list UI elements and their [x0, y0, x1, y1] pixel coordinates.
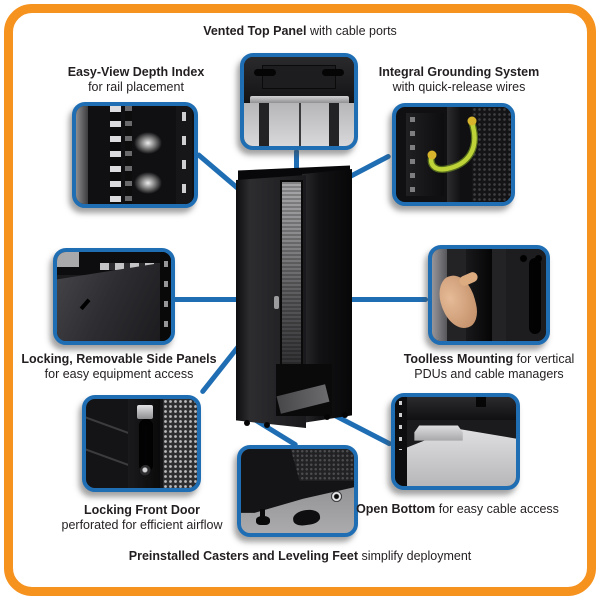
- side-panel-photo: [53, 248, 175, 345]
- depth-marker: [134, 172, 162, 194]
- orange-border-frame: [4, 4, 596, 596]
- perforated-panel: [471, 107, 511, 202]
- background-corner: [57, 252, 79, 267]
- key-lock: [140, 465, 152, 477]
- rack-foot: [342, 412, 348, 418]
- leveling-foot: [255, 516, 270, 526]
- frame-post: [475, 397, 486, 407]
- toolless-mounting-photo: [428, 245, 550, 345]
- vented-top-label-bold: Vented Top Panel: [203, 24, 307, 38]
- grounding-system-photo: [392, 103, 515, 206]
- handle-recess: [138, 418, 153, 472]
- rail-hole-column: [110, 106, 121, 204]
- rack-enclosure-photo: [236, 165, 352, 428]
- perforated-mesh: [290, 449, 354, 481]
- vented-top-inner-panel: [244, 57, 354, 102]
- toolless-label-line2: PDUs and cable managers: [414, 367, 564, 381]
- rail-hole-column: [125, 106, 132, 204]
- rail-marks: [164, 260, 168, 333]
- toolless-label-rest: for vertical: [513, 352, 575, 366]
- vented-top-label-rest: with cable ports: [306, 24, 397, 38]
- index-marks: [182, 112, 186, 198]
- cabinet-underside: [395, 397, 516, 421]
- cable-port-slot: [254, 69, 276, 76]
- open-bottom-label-rest: for easy cable access: [435, 502, 559, 516]
- latch-plate: [137, 405, 154, 420]
- door-seam: [86, 415, 130, 435]
- vented-top-label: Vented Top Panel with cable ports: [100, 24, 500, 39]
- rack-foot: [244, 420, 250, 426]
- frame-post: [446, 107, 461, 202]
- rail-marks: [410, 117, 415, 192]
- front-door-label: Locking Front Door perforated for effici…: [52, 503, 232, 533]
- removable-side-panel: [57, 262, 171, 341]
- connector-line-side-panels: [173, 297, 248, 302]
- grounding-label-line2: with quick-release wires: [392, 80, 526, 94]
- casters-label-rest: simplify deployment: [358, 549, 472, 563]
- leveling-foot-stem: [260, 508, 266, 518]
- caster-wheel: [292, 508, 321, 528]
- grounding-wire: [427, 116, 478, 173]
- connector-line-toolless: [332, 297, 428, 302]
- top-crossbar: [249, 96, 349, 106]
- rack-foot: [324, 414, 330, 420]
- rack-bottom-ramp: [276, 384, 330, 414]
- casters-feet-photo: [237, 445, 358, 537]
- toolless-label-bold: Toolless Mounting: [403, 352, 514, 366]
- rack-vented-door-strip: [280, 180, 303, 370]
- connector-line-vented-top: [294, 149, 299, 178]
- rack-rail: [328, 103, 339, 146]
- depth-index-label-bold: Easy-View Depth Index: [67, 65, 205, 79]
- depth-marker: [134, 132, 162, 154]
- front-door-lock-photo: [82, 395, 201, 492]
- depth-index-label-line2: for rail placement: [88, 80, 184, 94]
- rack-rail: [259, 103, 270, 146]
- rack-interior: [244, 103, 354, 146]
- front-door-label-line2: perforated for efficient airflow: [61, 518, 223, 532]
- rail-marks: [399, 401, 402, 450]
- keyhole-slots: [515, 253, 544, 264]
- rack-open-bottom-area: [276, 364, 332, 416]
- grounding-label-bold: Integral Grounding System: [378, 65, 540, 79]
- toolless-label: Toolless Mounting for vertical PDUs and …: [393, 352, 585, 382]
- cable-entry-bracket: [414, 425, 463, 441]
- grounding-label: Integral Grounding System with quick-rel…: [368, 65, 550, 95]
- open-bottom-label-bold: Open Bottom: [356, 502, 436, 516]
- perforated-mesh: [162, 399, 197, 488]
- side-panels-label-line2: for easy equipment access: [44, 367, 194, 381]
- mounting-panel: [506, 249, 546, 341]
- open-bottom-label: Open Bottom for easy cable access: [355, 502, 560, 517]
- grounding-port: [330, 491, 342, 502]
- cable-port-slot: [322, 69, 344, 76]
- casters-label: Preinstalled Casters and Leveling Feet s…: [50, 549, 550, 564]
- rack-foot: [264, 422, 270, 428]
- frame-edge: [76, 106, 88, 204]
- front-door-label-bold: Locking Front Door: [84, 503, 200, 517]
- casters-label-bold: Preinstalled Casters and Leveling Feet: [128, 549, 358, 563]
- depth-index-label: Easy-View Depth Index for rail placement: [45, 65, 227, 95]
- vented-top-panel-photo: [240, 53, 358, 150]
- door-seam: [299, 103, 301, 146]
- depth-index-photo: [72, 102, 198, 208]
- rack-door-handle: [274, 296, 279, 309]
- door-seam: [86, 447, 130, 467]
- open-bottom-photo: [391, 393, 520, 490]
- panel-latch: [79, 298, 91, 311]
- side-panels-label: Locking, Removable Side Panels for easy …: [18, 352, 220, 382]
- side-panels-label-bold: Locking, Removable Side Panels: [21, 352, 217, 366]
- cable-slot: [528, 258, 541, 334]
